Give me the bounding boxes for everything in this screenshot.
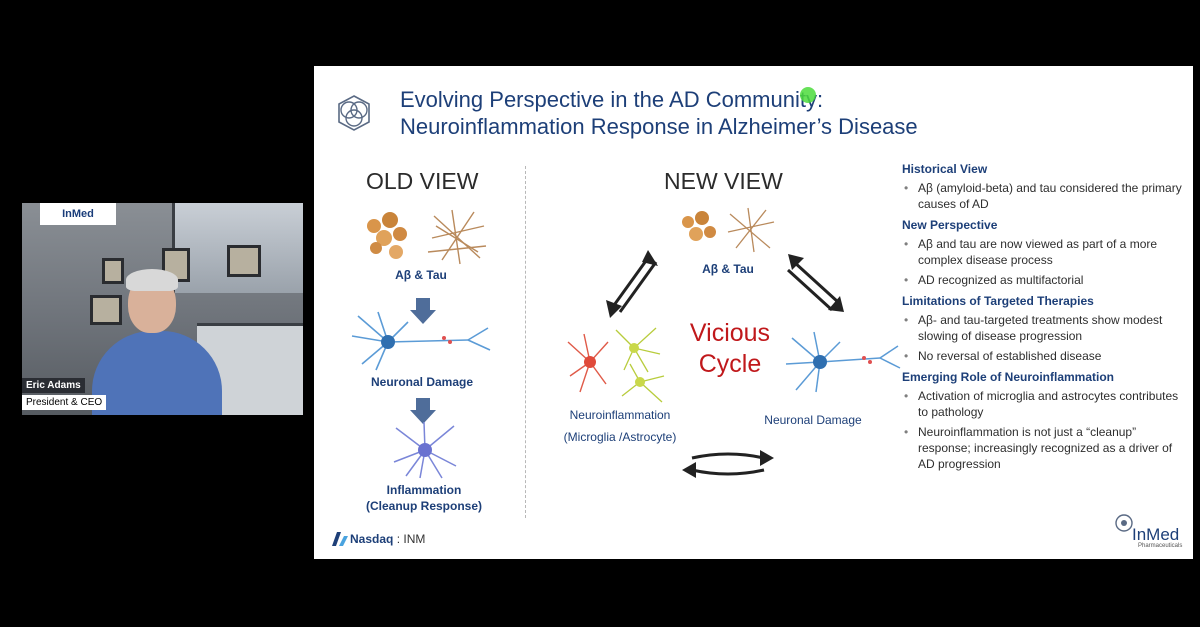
new-perspective-heading: New Perspective: [902, 218, 998, 232]
speaker-title: President & CEO: [22, 395, 107, 410]
inmed-corner-logo: InMed Pharmaceuticals: [1114, 513, 1186, 553]
old-neuronal-damage-label: Neuronal Damage: [370, 375, 474, 389]
wall-picture: [227, 245, 261, 277]
historical-bullet: Aβ (amyloid-beta) and tau considered the…: [904, 180, 1182, 212]
limitations-section: Limitations of Targeted Therapies Aβ- an…: [902, 294, 1182, 364]
speaker-hair: [126, 269, 178, 291]
slide-title: Evolving Perspective in the AD Community…: [400, 86, 918, 140]
slide-title-line1: Evolving Perspective in the AD Community…: [400, 87, 824, 112]
wall-picture: [102, 258, 124, 284]
down-arrow-icon: [410, 298, 436, 324]
inmed-logo-text: InMed: [1132, 525, 1180, 544]
speaker-name: Eric Adams: [22, 378, 85, 393]
amyloid-tau-icon: [682, 207, 775, 253]
nasdaq-ticker: Nasdaq : INM: [350, 532, 425, 546]
cycle-arrow-left-icon: [606, 250, 658, 318]
neuroinflammation-label: Neuroinflammation (Microglia /Astrocyte): [550, 404, 690, 448]
amyloid-tau-icon: [367, 209, 487, 265]
inmed-logo-subtext: Pharmaceuticals: [1138, 543, 1183, 549]
down-arrow-icon: [410, 398, 436, 424]
inmed-hexagon-logo-icon: [338, 95, 370, 131]
neuron-icon: [785, 331, 901, 393]
wall-picture: [90, 295, 122, 325]
emerging-role-section: Emerging Role of Neuroinflammation Activ…: [902, 370, 1182, 472]
pointer-cursor-icon: [800, 87, 816, 103]
new-perspective-section: New Perspective Aβ and tau are now viewe…: [902, 218, 1182, 288]
historical-view-section: Historical View Aβ (amyloid-beta) and ta…: [902, 162, 1182, 212]
inmed-logo-icon: [1115, 514, 1133, 532]
limitations-heading: Limitations of Targeted Therapies: [902, 294, 1094, 308]
old-view-heading: OLD VIEW: [366, 168, 479, 194]
emerging-role-heading: Emerging Role of Neuroinflammation: [902, 370, 1115, 384]
ticker-symbol: : INM: [396, 532, 426, 546]
presentation-slide: Evolving Perspective in the AD Community…: [314, 66, 1193, 559]
limitations-bullet: No reversal of established disease: [904, 348, 1182, 364]
old-abeta-tau-label: Aβ & Tau: [395, 268, 447, 282]
emerging-role-bullet: Activation of microglia and astrocytes c…: [904, 388, 1182, 420]
new-perspective-bullet: AD recognized as multifactorial: [904, 272, 1182, 288]
new-neuronal-damage-label: Neuronal Damage: [764, 413, 862, 427]
slide-title-line2: Neuroinflammation Response in Alzheimer’…: [400, 114, 918, 139]
new-view-heading: NEW VIEW: [664, 168, 783, 194]
neuroinflammation-line2: (Microglia /Astrocyte): [563, 430, 677, 444]
microglia-astrocyte-icon: [567, 327, 665, 403]
vicious-cycle-label: Vicious Cycle: [680, 318, 780, 380]
cycle-arrow-bottom-icon: [682, 450, 774, 478]
speaker-video: InMed Eric Adams President & CEO: [22, 203, 303, 415]
historical-view-heading: Historical View: [902, 162, 988, 176]
new-abeta-tau-label: Aβ & Tau: [702, 262, 754, 276]
key-points-panel: Historical View Aβ (amyloid-beta) and ta…: [902, 162, 1182, 478]
speaker-body: [92, 331, 222, 415]
new-perspective-bullet: Aβ and tau are now viewed as part of a m…: [904, 236, 1182, 268]
exchange-name: Nasdaq: [350, 532, 394, 546]
old-inflammation-line1: Inflammation: [386, 483, 462, 497]
neuron-icon: [351, 311, 491, 371]
neuroinflammation-line1: Neuroinflammation: [569, 408, 671, 422]
astrocyte-icon: [393, 421, 457, 479]
view-divider: [525, 166, 526, 518]
emerging-role-bullet: Neuroinflammation is not just a “cleanup…: [904, 424, 1182, 472]
video-logo: InMed: [40, 203, 116, 225]
old-inflammation-label: Inflammation (Cleanup Response): [364, 482, 484, 514]
vicious-line1: Vicious: [689, 319, 771, 347]
vicious-line2: Cycle: [698, 350, 762, 378]
nasdaq-logo-icon: [332, 532, 348, 546]
old-inflammation-line2: (Cleanup Response): [365, 499, 482, 513]
limitations-bullet: Aβ- and tau-targeted treatments show mod…: [904, 312, 1182, 344]
cycle-arrow-right-icon: [786, 254, 844, 312]
